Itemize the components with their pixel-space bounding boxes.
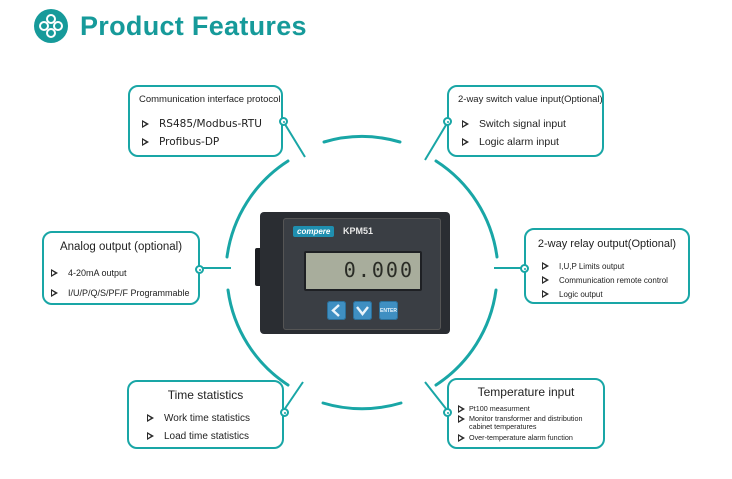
arrow-icon [462, 120, 469, 128]
connector-dot [443, 117, 452, 126]
list-item: Switch signal input [462, 115, 566, 133]
arrow-icon [142, 120, 149, 128]
list-item: 4-20mA output [51, 263, 190, 283]
list-item: I,U,P Limits output [542, 259, 668, 273]
communication-box: Communication interface protocol RS485/M… [128, 85, 288, 157]
switch-input-list: Switch signal input Logic alarm input [462, 115, 566, 151]
list-item: Logic output [542, 287, 668, 301]
list-item: Pt100 measurment [458, 404, 603, 415]
arrow-icon [147, 414, 154, 422]
relay-output-list: I,U,P Limits output Communication remote… [542, 259, 668, 301]
arrow-icon [142, 138, 149, 146]
switch-input-box: 2-way switch value input(Optional) Switc… [443, 85, 604, 157]
communication-title: Communication interface protocol [139, 94, 281, 105]
connector-dot [279, 117, 288, 126]
list-item: RS485/Modbus-RTU [142, 115, 262, 133]
flower-icon [34, 9, 68, 43]
arrow-left-icon [331, 304, 340, 317]
arrow-icon [147, 432, 154, 440]
display-value: 0.000 [343, 258, 414, 282]
enter-button[interactable]: ENTER [379, 301, 398, 320]
list-item: Monitor transformer and distribution cab… [458, 415, 603, 431]
connector-dot [195, 265, 204, 274]
arrow-icon [458, 415, 465, 423]
arrow-icon [51, 289, 58, 297]
arrow-icon [458, 405, 465, 413]
connector-dot [280, 408, 289, 417]
switch-input-title: 2-way switch value input(Optional) [458, 94, 603, 105]
time-statistics-box: Time statistics Work time statistics Loa… [127, 380, 289, 449]
left-button[interactable] [327, 301, 346, 320]
analog-output-title: Analog output (optional) [59, 241, 183, 253]
list-item: Profibus-DP [142, 133, 262, 151]
page-title: Product Features [80, 10, 307, 41]
arrow-icon [542, 290, 549, 298]
device-faceplate: compere KPM51 0.000 ENTER [283, 218, 441, 330]
list-item: Load time statistics [147, 427, 250, 445]
power-meter-device: compere KPM51 0.000 ENTER [255, 212, 450, 334]
brand-logo: compere [293, 226, 335, 237]
temperature-input-list: Pt100 measurment Monitor transformer and… [458, 404, 603, 444]
down-button[interactable] [353, 301, 372, 320]
relay-output-box: 2-way relay output(Optional) I,U,P Limit… [520, 228, 690, 304]
temperature-input-box: Temperature input Pt100 measurment Monit… [443, 378, 605, 449]
arrow-icon [542, 276, 549, 284]
arrow-down-icon [356, 306, 369, 316]
temperature-input-title: Temperature input [477, 385, 575, 399]
list-item: I/U/P/Q/S/PF/F Programmable [51, 283, 190, 303]
list-item: Logic alarm input [462, 133, 566, 151]
arrow-icon [458, 434, 465, 442]
analog-output-box: Analog output (optional) 4-20mA output I… [42, 231, 204, 305]
connector-dot [443, 408, 452, 417]
arrow-icon [542, 262, 549, 270]
page-header: Product Features [34, 6, 307, 46]
communication-list: RS485/Modbus-RTU Profibus-DP [142, 115, 262, 151]
list-item: Over-temperature alarm function [458, 433, 603, 444]
time-statistics-title: Time statistics [167, 388, 244, 402]
lcd-display: 0.000 [304, 251, 422, 291]
analog-output-list: 4-20mA output I/U/P/Q/S/PF/F Programmabl… [51, 263, 190, 303]
arrow-icon [51, 269, 58, 277]
connector-dot [520, 264, 529, 273]
list-item: Communication remote control [542, 273, 668, 287]
arrow-icon [462, 138, 469, 146]
list-item: Work time statistics [147, 409, 250, 427]
time-statistics-list: Work time statistics Load time statistic… [147, 409, 250, 445]
relay-output-title: 2-way relay output(Optional) [537, 238, 677, 250]
model-label: KPM51 [343, 226, 374, 236]
